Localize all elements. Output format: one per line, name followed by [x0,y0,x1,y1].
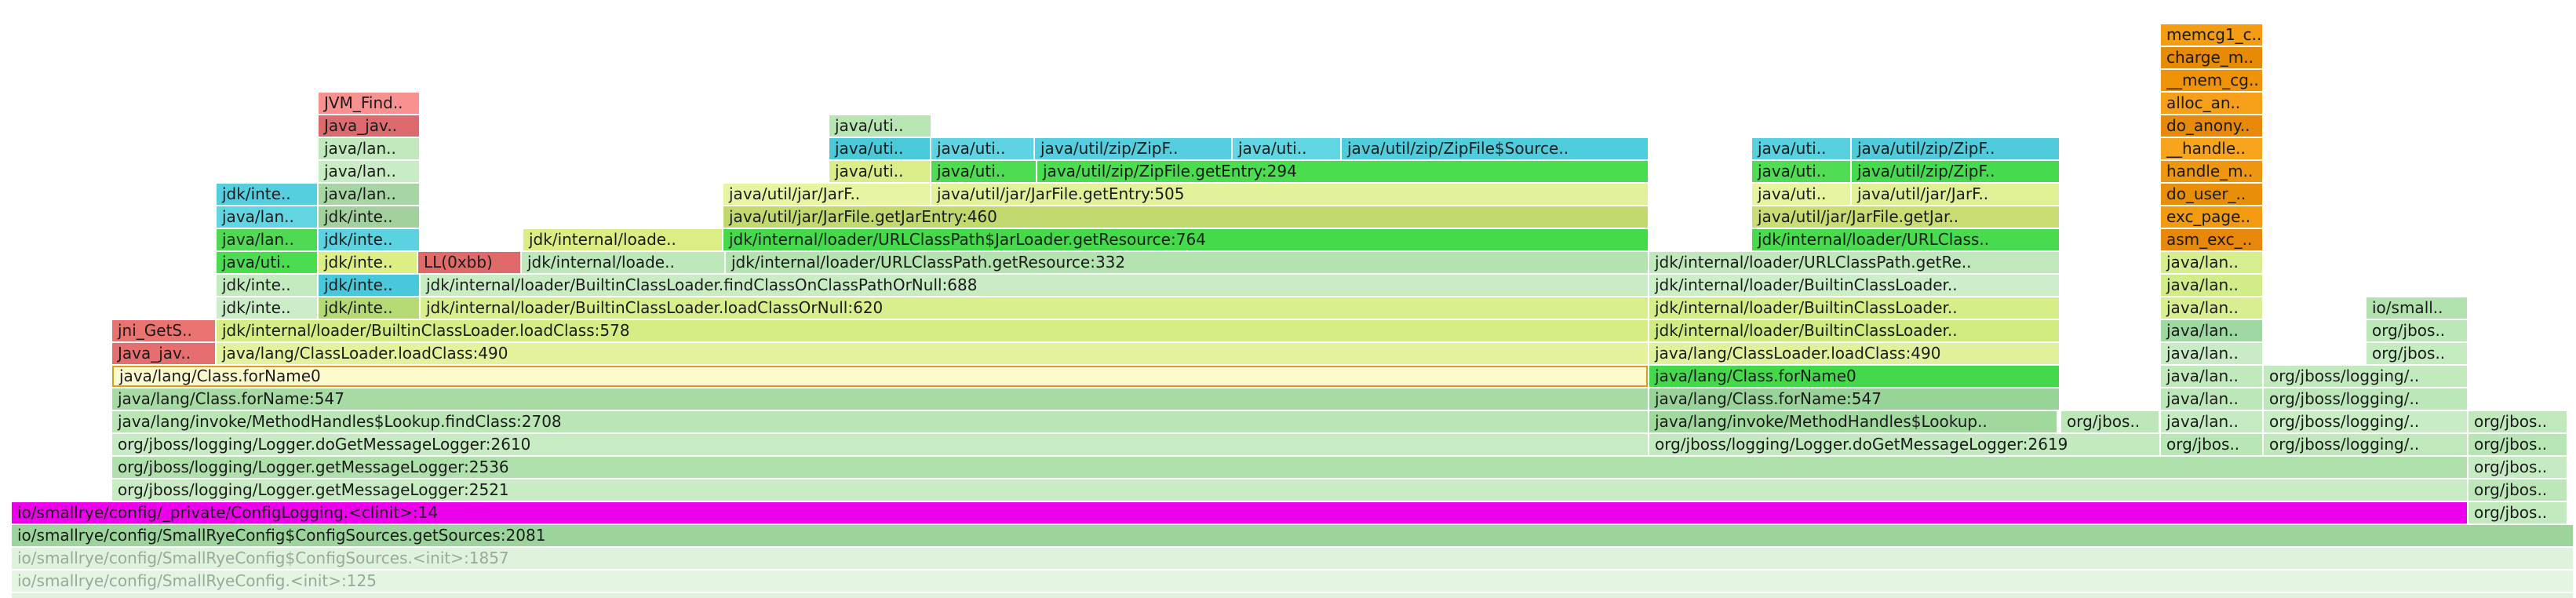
flame-frame[interactable]: __handle.. [2161,138,2262,159]
flame-frame[interactable]: org/jbos.. [2469,411,2567,432]
flame-frame[interactable]: jdk/inte.. [319,297,419,319]
flame-frame[interactable]: java/util/jar/JarF.. [1852,184,2059,205]
flame-frame[interactable]: java/lan.. [2161,343,2262,364]
flame-frame[interactable]: Java_jav.. [319,115,419,137]
flame-frame[interactable]: org/jboss/logging/.. [2264,366,2467,387]
flame-frame[interactable]: do_anony.. [2161,115,2262,137]
flame-frame[interactable]: __mem_cg.. [2161,70,2262,91]
flame-frame[interactable]: org/jboss/logging/Logger.getMessageLogge… [112,479,2467,501]
flame-frame[interactable]: java/lang/invoke/MethodHandles$Lookup.fi… [112,411,1648,432]
flame-frame[interactable]: handle_m.. [2161,161,2262,182]
flame-frame[interactable]: java/lan.. [2161,411,2262,432]
flame-frame[interactable]: java/uti.. [1752,161,1850,182]
flame-frame: io/smallrye/config/SmallRyeConfig$Config… [12,548,2573,569]
flame-frame[interactable]: java/util/jar/JarFile.getJarEntry:460 [723,206,1648,228]
flame-frame[interactable]: java/util/zip/ZipF.. [1852,138,2059,159]
flame-frame[interactable]: jdk/inte.. [217,184,317,205]
flame-frame[interactable]: java/lang/ClassLoader.loadClass:490 [217,343,1648,364]
flame-frame[interactable]: java/uti.. [829,138,930,159]
flame-frame[interactable]: jdk/internal/loade.. [523,229,722,250]
flame-frame[interactable]: java/util/zip/ZipFile$Source.. [1342,138,1648,159]
flame-frame[interactable]: jdk/internal/loader/BuiltinClassLoader.. [1649,320,2059,341]
flame-frame[interactable]: java/util/zip/ZipF.. [1852,161,2059,182]
flame-frame[interactable]: jdk/inte.. [217,275,317,296]
flame-frame[interactable]: java/uti.. [1752,138,1850,159]
flame-frame[interactable]: jdk/internal/loader/BuiltinClassLoader.. [1649,297,2059,319]
flame-frame[interactable]: jdk/inte.. [319,229,419,250]
flame-frame[interactable]: exc_page.. [2161,206,2262,228]
flame-frame[interactable]: java/util/zip/ZipF.. [1035,138,1231,159]
flame-frame[interactable]: jdk/inte.. [217,297,317,319]
flame-frame[interactable]: org/jbos.. [2469,502,2567,523]
flame-frame[interactable]: java/util/jar/JarF.. [723,184,930,205]
flame-frame[interactable]: java/uti.. [931,161,1036,182]
flame-frame[interactable]: jdk/inte.. [319,252,417,273]
flame-frame[interactable]: jdk/internal/loader/URLClassPath.getRe.. [1649,252,2059,273]
flame-frame[interactable]: io/small.. [2366,297,2467,319]
flame-frame[interactable]: org/jboss/logging/Logger.doGetMessageLog… [112,434,1648,455]
flame-frame[interactable]: jdk/inte.. [319,275,419,296]
flame-frame[interactable]: charge_m.. [2161,47,2262,68]
flame-frame[interactable]: java/lan.. [217,206,317,228]
flame-frame[interactable]: JVM_Find.. [319,93,419,114]
flame-frame[interactable]: org/jboss/logging/.. [2264,411,2467,432]
flame-frame[interactable]: jdk/internal/loader/BuiltinClassLoader.. [1649,275,2059,296]
flame-frame[interactable]: io/smallrye/config/_private/ConfigLoggin… [12,502,2467,523]
flame-frame[interactable]: java/uti.. [217,252,317,273]
flame-frame[interactable]: java/lan.. [2161,297,2262,319]
flame-frame[interactable]: java/lan.. [2161,275,2262,296]
flame-frame[interactable]: java/lan.. [319,161,419,182]
flame-frame[interactable]: org/jboss/logging/Logger.doGetMessageLog… [1649,434,2159,455]
flame-frame[interactable]: java/uti.. [829,115,931,137]
flame-frame[interactable]: jdk/inte.. [319,206,419,228]
flame-frame[interactable]: java/lang/invoke/MethodHandles$Lookup.. [1649,411,2057,432]
flame-frame[interactable]: jni_GetS.. [112,320,215,341]
flame-frame[interactable]: java/lan.. [217,229,317,250]
flame-frame: io/smallrye/config/SmallRyeConfig.<init>… [12,571,2573,592]
flame-frame[interactable]: java/lan.. [2161,366,2262,387]
flame-frame[interactable]: org/jbos.. [2469,434,2567,455]
flame-frame[interactable]: java/lan.. [2161,252,2262,273]
flame-frame[interactable]: java/uti.. [829,161,930,182]
flame-frame[interactable]: do_user_.. [2161,184,2262,205]
flame-frame[interactable]: io/smallrye/config/SmallRyeConfig$Config… [12,525,2573,546]
flame-frame[interactable]: asm_exc_.. [2161,229,2262,250]
flame-frame[interactable]: java/lan.. [319,138,419,159]
flame-frame[interactable]: jdk/internal/loade.. [522,252,724,273]
flame-frame[interactable]: java/uti.. [931,138,1033,159]
flame-frame[interactable]: org/jboss/logging/.. [2264,388,2467,410]
flame-frame[interactable]: org/jbos.. [2469,479,2567,501]
flame-frame[interactable]: jdk/internal/loader/URLClassPath$JarLoad… [723,229,1648,250]
flame-frame[interactable]: java/lang/Class.forName0 [1649,366,2059,387]
flame-frame[interactable]: java/lang/Class.forName:547 [1649,388,2059,410]
flame-frame [12,593,2573,598]
flame-frame[interactable]: org/jbos.. [2161,434,2262,455]
flame-frame[interactable]: java/lan.. [319,184,419,205]
flame-frame[interactable]: org/jbos.. [2366,343,2467,364]
flame-frame[interactable]: java/util/jar/JarFile.getEntry:505 [931,184,1648,205]
flame-frame[interactable]: org/jbos.. [2469,457,2567,478]
flame-frame[interactable]: alloc_an.. [2161,93,2262,114]
flame-frame[interactable]: memcg1_c.. [2161,24,2262,46]
flame-frame[interactable]: org/jbos.. [2366,320,2467,341]
flame-frame[interactable]: java/lan.. [2161,388,2262,410]
flame-frame[interactable]: org/jboss/logging/.. [2264,434,2467,455]
flame-frame[interactable]: org/jbos.. [2061,411,2159,432]
flame-frame[interactable]: java/uti.. [1233,138,1340,159]
flame-frame[interactable]: LL(0xbb) [418,252,520,273]
flame-frame[interactable]: jdk/internal/loader/BuiltinClassLoader.f… [421,275,1648,296]
flame-frame[interactable]: jdk/internal/loader/URLClass.. [1752,229,2059,250]
flame-frame[interactable]: java/util/jar/JarFile.getJar.. [1752,206,2059,228]
flame-frame[interactable]: java/util/zip/ZipFile.getEntry:294 [1037,161,1648,182]
flame-frame[interactable]: java/lan.. [2161,320,2262,341]
flame-frame[interactable]: jdk/internal/loader/BuiltinClassLoader.l… [217,320,1648,341]
flame-frame[interactable]: java/lang/Class.forName0 [112,366,1648,387]
flame-frame[interactable]: jdk/internal/loader/URLClassPath.getReso… [726,252,1648,273]
flame-frame[interactable]: jdk/internal/loader/BuiltinClassLoader.l… [421,297,1648,319]
flame-frame[interactable]: java/lang/Class.forName:547 [112,388,1648,410]
flame-frame[interactable]: java/uti.. [1752,184,1850,205]
flame-frame[interactable]: java/lang/ClassLoader.loadClass:490 [1649,343,2059,364]
flame-frame[interactable]: Java_jav.. [112,343,215,364]
flame-frame[interactable]: org/jboss/logging/Logger.getMessageLogge… [112,457,2467,478]
